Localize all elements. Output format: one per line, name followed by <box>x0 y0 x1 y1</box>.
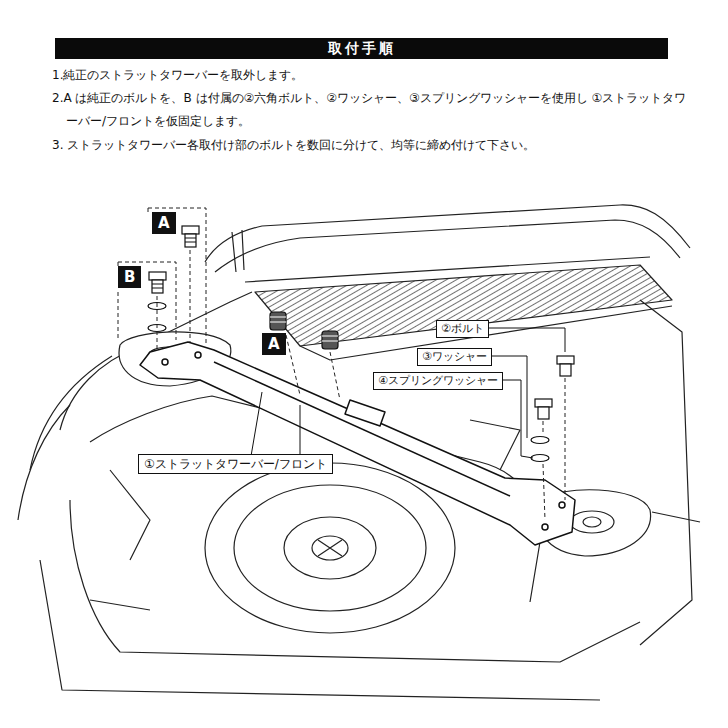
null <box>270 312 286 330</box>
bolts-and-washers <box>535 399 552 407</box>
strut-tower-bar <box>162 359 168 365</box>
bolts-and-washers <box>152 284 163 288</box>
dashed-guide-lines <box>157 250 190 352</box>
spare-tire <box>318 540 342 556</box>
car-body <box>18 405 70 520</box>
spare-tire <box>312 536 348 560</box>
strut-tower-bar <box>214 362 510 496</box>
car-body <box>470 420 520 470</box>
bolts-and-washers <box>152 280 163 293</box>
bolts-and-washers <box>185 234 196 247</box>
car-body <box>232 230 244 272</box>
title-bar: 取付手順 <box>55 38 668 59</box>
part-callout: ②ボルト <box>436 320 489 338</box>
car-body <box>90 470 150 610</box>
strut-tower-bar <box>542 524 548 530</box>
car-body <box>255 265 672 346</box>
dashed-guide-lines <box>543 378 565 520</box>
dashed-guide-lines <box>118 262 176 340</box>
instruction-text: 1.純正のストラットタワーバーを取外します。 <box>52 64 303 87</box>
callout-text: ④スプリングワッシャー <box>378 374 498 387</box>
strut-tower-bar <box>140 342 575 545</box>
strut-towers <box>570 511 614 533</box>
bolts-and-washers <box>531 437 549 444</box>
strut-tower-bar <box>559 502 565 508</box>
callout-text: ①ストラットタワーバー/フロント <box>144 457 327 471</box>
spare-tire <box>205 463 455 633</box>
leader-lines <box>250 328 565 462</box>
callout-text: ②ボルト <box>441 322 484 335</box>
car-body <box>18 205 700 700</box>
bolts-and-washers <box>557 356 574 364</box>
strut-tower-bar <box>140 342 575 545</box>
strut-tower-bar <box>195 352 201 358</box>
instruction-text: 2.A は純正のボルトを、B は付属の②六角ボルト、②ワッシャー、③スプリングワ… <box>52 87 692 133</box>
strut-tower-bar <box>345 400 385 426</box>
car-body <box>215 220 680 272</box>
car-body <box>30 356 112 470</box>
leader-lines <box>430 356 527 438</box>
key-letter: A <box>262 333 286 355</box>
bolts-and-washers <box>531 455 549 462</box>
bolts-and-washers <box>538 407 549 419</box>
strut-towers <box>119 332 650 556</box>
car-body <box>205 205 690 262</box>
key-letter: B <box>118 266 141 288</box>
car-body <box>652 512 700 522</box>
spare-tire <box>284 517 376 579</box>
part-callout: ④スプリングワッシャー <box>373 372 503 390</box>
part-callout: ③ワッシャー <box>417 348 492 366</box>
key-letter: A <box>152 212 176 234</box>
part-callout: ①ストラットタワーバー/フロント <box>138 454 333 474</box>
leader-lines <box>250 392 262 462</box>
dashed-guide-lines <box>118 208 565 520</box>
spare-tire <box>205 463 455 633</box>
bolts-and-washers <box>185 238 196 242</box>
strut-towers <box>583 517 601 527</box>
bolts-and-washers <box>149 272 166 280</box>
bolts-and-washers <box>182 226 199 234</box>
car-body <box>640 300 692 645</box>
title-text: 取付手順 <box>328 40 396 56</box>
callout-text: ③ワッシャー <box>422 350 487 363</box>
null <box>322 331 338 349</box>
dashed-guide-lines <box>262 333 340 400</box>
leader-lines <box>390 380 533 458</box>
callout-text: B <box>124 268 135 286</box>
instruction-text: 3. ストラットタワーバー各取付け部のボルトを数回に分けて、均等に締め付けて下さ… <box>52 134 535 157</box>
spare-tire <box>234 485 426 611</box>
bolts-and-washers <box>148 226 574 462</box>
bolts-and-washers <box>560 364 571 376</box>
callout-text: A <box>268 335 280 353</box>
callout-text: A <box>158 214 170 232</box>
